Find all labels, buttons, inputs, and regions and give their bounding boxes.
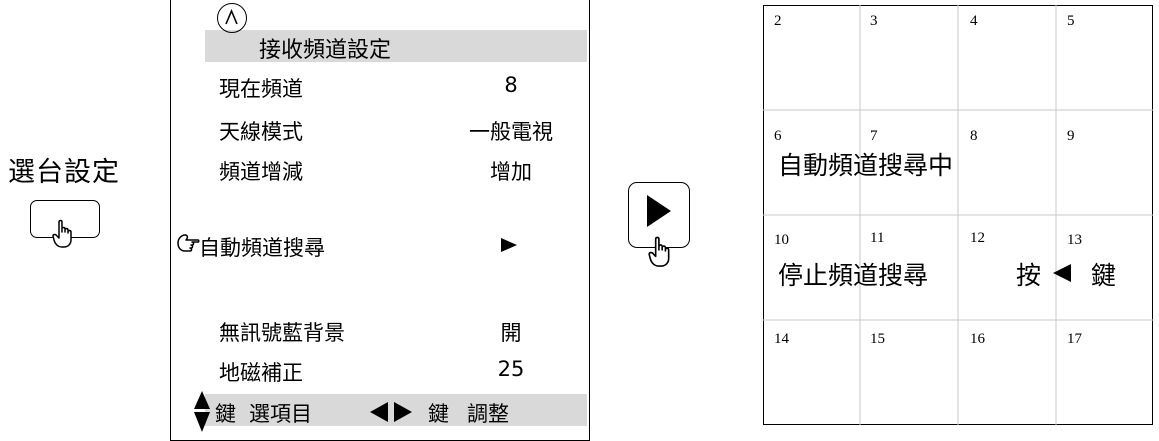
right-triangle-icon	[501, 238, 517, 252]
remote-section-title: 選台設定	[8, 157, 120, 188]
current-channel-value: 8	[504, 73, 518, 97]
menu-header-bar	[205, 30, 587, 62]
menu-item-current-channel[interactable]: 現在頻道	[219, 77, 303, 101]
remote-select-button[interactable]	[30, 200, 100, 248]
play-button[interactable]	[628, 182, 690, 267]
geomagnetic-correction-value: 25	[497, 357, 525, 381]
left-triangle-icon	[1053, 264, 1071, 282]
up-down-arrow-icon	[194, 391, 210, 432]
menu-item-geomagnetic-correction[interactable]: 地磁補正	[219, 361, 303, 385]
searching-status-message: 自動頻道搜尋中	[778, 151, 954, 180]
menu-item-channel-add-remove[interactable]: 頻道增減	[219, 160, 303, 184]
left-right-arrow-icon	[370, 402, 412, 422]
footer-select-key: 鍵	[215, 402, 236, 426]
channel-number: 2	[774, 13, 782, 29]
no-signal-blue-bg-value: 開	[500, 321, 522, 345]
pointing-hand-icon	[52, 219, 72, 248]
channel-number: 10	[774, 232, 789, 248]
channel-number: 12	[970, 230, 985, 246]
channel-number: 9	[1067, 128, 1075, 144]
menu-item-auto-channel-search[interactable]: 自動頻道搜尋	[199, 236, 325, 260]
pointing-hand-icon	[177, 234, 200, 252]
channel-number: 5	[1067, 13, 1075, 29]
channel-grid: 2 3 4 5 6 7 8 9 10 11 12 13 14 15 16 17 …	[763, 5, 1153, 425]
menu-item-no-signal-blue-bg[interactable]: 無訊號藍背景	[219, 321, 345, 345]
stop-search-message: 停止頻道搜尋	[778, 261, 929, 290]
channel-number: 11	[870, 230, 885, 246]
footer-adjust-key: 鍵	[428, 402, 449, 426]
channel-number: 3	[870, 13, 878, 29]
channel-number: 16	[970, 331, 985, 347]
channel-number: 8	[970, 128, 978, 144]
channel-number: 14	[774, 331, 789, 347]
antenna-mode-value: 一般電視	[469, 120, 553, 144]
channel-number: 4	[970, 13, 978, 29]
channel-number: 13	[1067, 232, 1082, 248]
channel-number: 7	[870, 128, 878, 144]
channel-number: 6	[774, 128, 782, 144]
footer-select-text: 選項目	[249, 402, 312, 426]
channel-number: 17	[1067, 331, 1082, 347]
stop-search-press-text: 按	[1016, 261, 1042, 290]
up-caret-circle-icon	[217, 3, 247, 33]
grid-lines	[763, 5, 1153, 425]
footer-adjust-text: 調整	[467, 402, 509, 426]
stop-search-key-text: 鍵	[1091, 261, 1117, 290]
pointing-hand-icon	[648, 236, 670, 267]
channel-settings-menu: 接收頻道設定 現在頻道 8 天線模式 一般電視 頻道增減 增加 自動頻道搜尋 無…	[170, 0, 590, 441]
menu-title: 接收頻道設定	[259, 38, 392, 63]
channel-add-remove-value: 增加	[490, 160, 532, 184]
menu-item-antenna-mode[interactable]: 天線模式	[219, 120, 303, 144]
play-triangle-icon	[647, 195, 671, 227]
channel-number: 15	[870, 331, 885, 347]
